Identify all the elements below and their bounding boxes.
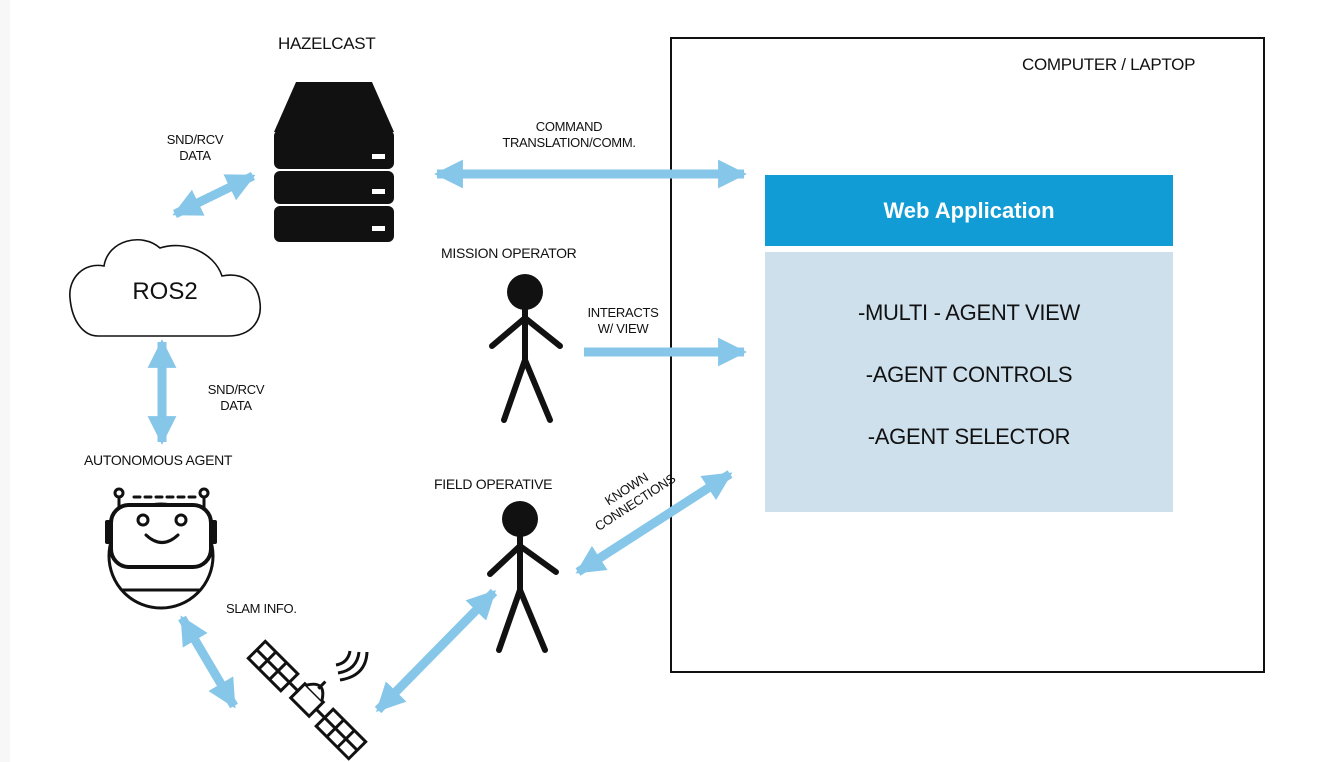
arrow-field-webapp [575,470,733,576]
edge-label-ros-agent: SND/RCV DATA [207,382,265,413]
web-app-title: Web Application [883,197,1055,223]
mission-operator-icon [489,274,563,423]
field-operative-label: FIELD OPERATIVE [434,476,553,492]
hazelcast-label: HAZELCAST [278,34,376,53]
autonomous-agent-label: AUTONOMOUS AGENT [84,452,233,468]
field-operative-icon [487,501,559,653]
robot-icon [105,487,217,610]
web-app-panel: -MULTI - AGENT VIEW -AGENT CONTROLS -AGE… [765,252,1173,512]
edge-label-operator-webapp: INTERACTS W/ VIEW [587,305,659,336]
web-app-header: Web Application [765,175,1173,246]
edge-label-ros-hazelcast: SND/RCV DATA [166,132,224,163]
ros2-label: ROS2 [132,278,198,305]
arrow-satellite-field [374,588,498,714]
signal-icon [335,650,369,682]
cloud-icon [69,239,261,337]
arrow-ros-hazelcast [172,171,256,219]
satellite-icon [246,639,368,761]
feature-agent-selector: -AGENT SELECTOR [867,424,1071,449]
arrow-agent-satellite [178,615,238,709]
server-icon [274,82,394,242]
feature-agent-controls: -AGENT CONTROLS [865,362,1073,387]
computer-label: COMPUTER / LAPTOP [1022,55,1196,74]
edge-label-slam-info: SLAM INFO. [226,601,297,616]
feature-multi-agent-view: -MULTI - AGENT VIEW [857,300,1081,325]
edge-label-hazelcast-webapp: COMMAND TRANSLATION/COMM. [502,119,636,150]
mission-operator-label: MISSION OPERATOR [441,245,577,261]
